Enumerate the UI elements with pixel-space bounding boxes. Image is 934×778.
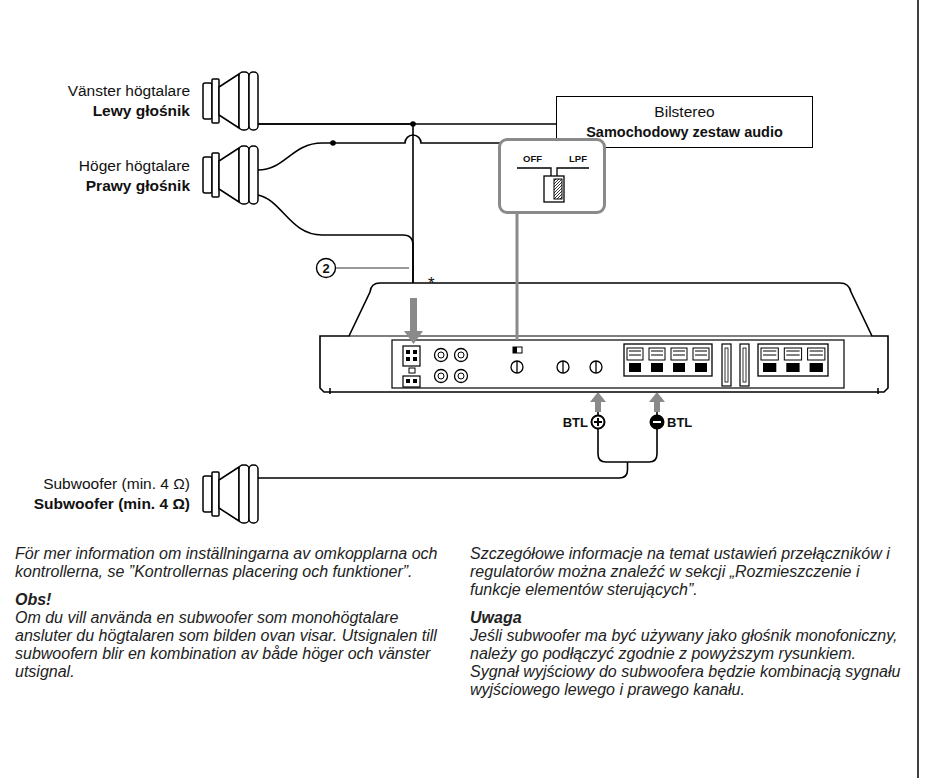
wire bbox=[258, 195, 413, 283]
speaker-label: Subwoofer (min. 4 Ω)Subwoofer (min. 4 Ω) bbox=[26, 462, 258, 526]
node-text: BTL bbox=[563, 415, 588, 430]
node-text: Subwoofer (min. 4 Ω) bbox=[43, 474, 190, 494]
note-text: Szczegółowe informacje na temat ustawień… bbox=[470, 545, 902, 599]
footnote-mark: * bbox=[428, 275, 435, 292]
note-heading: Obs! bbox=[15, 591, 51, 609]
speaker-icon bbox=[203, 72, 258, 130]
speaker-icon bbox=[203, 146, 258, 204]
note-text: För mer information om inställningarna a… bbox=[15, 545, 447, 581]
polarity-symbol bbox=[592, 416, 664, 429]
slide-switch bbox=[501, 141, 603, 211]
speaker-label: Vänster högtalareLewy głośnik bbox=[40, 70, 258, 132]
callout-number: 2 bbox=[318, 260, 334, 277]
wire-path bbox=[258, 124, 413, 283]
node-text: Bilstereo bbox=[654, 102, 714, 122]
wire bbox=[258, 124, 413, 283]
wire bbox=[258, 392, 657, 478]
gray-arrow bbox=[404, 298, 665, 412]
subwoofer-icon bbox=[203, 465, 258, 523]
node-text: BTL bbox=[667, 415, 692, 430]
node-text: Höger högtalare bbox=[79, 156, 190, 176]
wire-path bbox=[258, 195, 413, 283]
terminal-slots bbox=[627, 348, 825, 372]
node-text: Prawy głośnik bbox=[86, 176, 190, 196]
wire-path bbox=[258, 392, 657, 478]
node-text: OFF bbox=[523, 153, 542, 164]
note-text: Jeśli subwoofer ma być używany jako głoś… bbox=[470, 627, 902, 699]
leader-line bbox=[516, 214, 519, 340]
node-text: Samochodowy zestaw audio bbox=[586, 122, 783, 142]
note-text: Om du vill använda en subwoofer som mono… bbox=[15, 609, 447, 681]
node-text: Vänster högtalare bbox=[68, 81, 190, 101]
amplifier-body bbox=[320, 283, 888, 394]
amplifier: BTLBTL bbox=[318, 283, 890, 392]
leader-line bbox=[336, 267, 409, 269]
callout-circle bbox=[317, 259, 336, 278]
note-heading: Uwaga bbox=[470, 609, 522, 627]
speaker-label: Höger högtalarePrawy głośnik bbox=[40, 145, 258, 207]
node-text: Lewy głośnik bbox=[93, 101, 190, 121]
node-text: LPF bbox=[569, 153, 587, 164]
page-border bbox=[917, 0, 919, 778]
switch-callout: OFF LPF bbox=[498, 138, 606, 214]
node-text: Subwoofer (min. 4 Ω) bbox=[34, 494, 190, 514]
